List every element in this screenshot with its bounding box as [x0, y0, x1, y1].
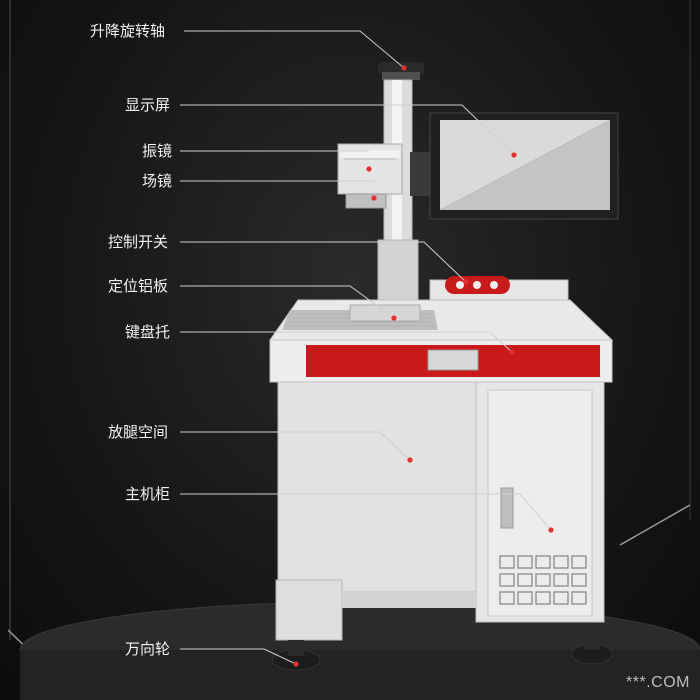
label-keyboard-tray: 键盘托: [125, 323, 171, 341]
label-positioning-plate: 定位铝板: [108, 277, 169, 295]
positioning-plate: [349, 304, 421, 322]
drawer-handle: [427, 349, 479, 371]
rotating-axis-cap: [378, 62, 424, 74]
label-galvo: 振镜: [142, 142, 173, 160]
field-lens: [345, 193, 387, 209]
cabinet-lock: [500, 487, 514, 529]
vent-grid: [499, 555, 587, 605]
label-leg-space: 放腿空间: [108, 423, 169, 441]
watermark: ***.COM: [626, 674, 690, 691]
foot-block: [275, 579, 343, 641]
label-rotating-axis: 升降旋转轴: [90, 22, 166, 40]
leg-space: [277, 381, 477, 593]
label-field-lens: 场镜: [142, 172, 173, 190]
label-caster: 万向轮: [125, 640, 171, 658]
label-main-cabinet: 主机柜: [125, 485, 171, 503]
label-display-screen: 显示屏: [125, 96, 171, 114]
label-control-switch: 控制开关: [108, 233, 169, 251]
